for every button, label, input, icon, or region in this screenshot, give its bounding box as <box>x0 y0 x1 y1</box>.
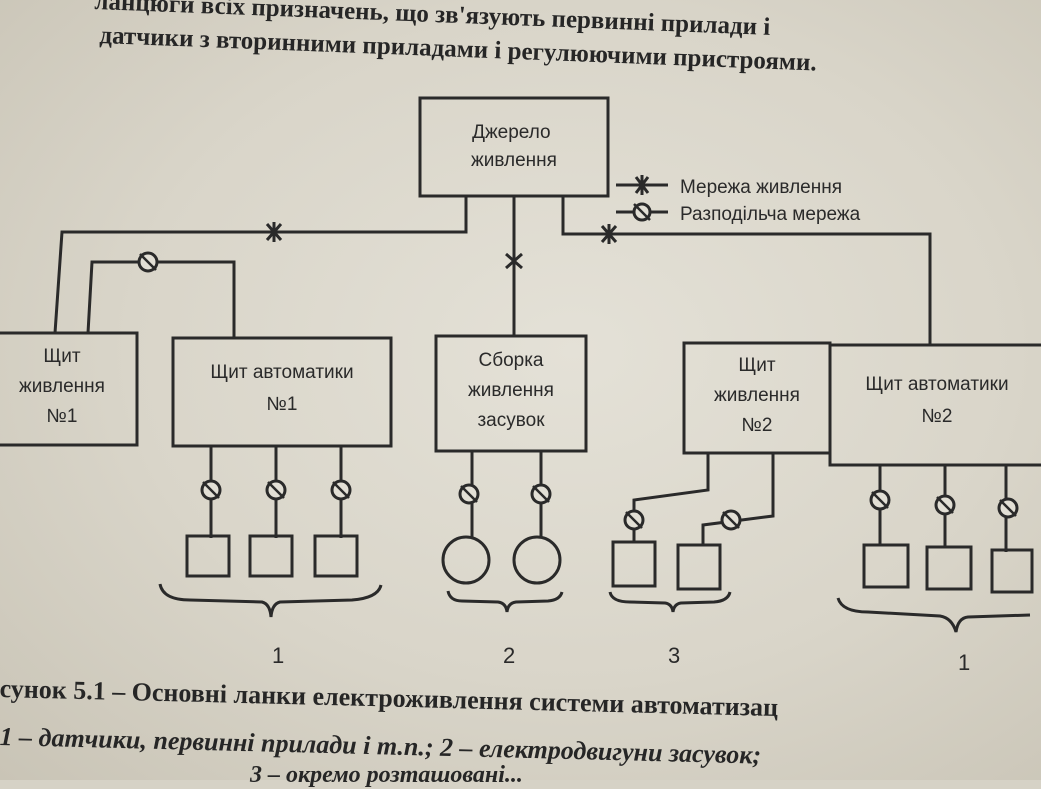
sensor-4c <box>990 548 1034 594</box>
brace-group-3 <box>608 591 732 613</box>
motor-2a <box>441 535 491 585</box>
source-box <box>418 96 610 198</box>
sensor-4b <box>925 545 973 591</box>
sensor-1c <box>313 534 359 578</box>
group-label-2: 2 <box>503 643 515 668</box>
brace-group-1 <box>158 583 383 618</box>
sensor-1a <box>185 534 231 578</box>
caption-line-3: 3 – окремо розташовані... <box>250 762 523 788</box>
automation-panel-1-box <box>171 336 393 448</box>
right-supply-line <box>561 196 932 345</box>
brace-group-1b <box>836 597 1031 633</box>
power-panel-1-box <box>0 331 139 447</box>
device-3b <box>676 543 722 591</box>
legend-cross-icon <box>634 175 650 195</box>
distribution-line-1 <box>86 260 236 338</box>
source-label-l1: Джерело <box>472 122 551 143</box>
left-supply-line <box>53 196 468 334</box>
source-label: Джерело живлення <box>471 122 557 171</box>
group-label-4: 1 <box>958 650 970 675</box>
brace-group-2 <box>446 590 564 613</box>
supply-markers <box>265 175 650 272</box>
legend-supply-label: Мережа живлення <box>680 177 842 198</box>
group-label-3: 3 <box>668 643 680 668</box>
cross-marker-left <box>265 222 283 242</box>
motor-2b <box>512 535 562 585</box>
legend-distribution-label: Разподільча мережа <box>680 204 861 225</box>
automation-panel-2-box <box>828 343 1041 467</box>
valve-assembly-box <box>434 334 588 453</box>
device-3a <box>611 540 657 588</box>
distribution-markers <box>137 202 1019 531</box>
device-wires-group-3 <box>632 453 775 546</box>
sensor-1b <box>248 534 294 578</box>
sensor-4a <box>862 543 910 589</box>
cross-marker-right <box>600 224 618 244</box>
circle-marker-bars <box>139 203 1017 529</box>
source-label-l2: живлення <box>471 150 557 171</box>
cross-marker-center <box>505 250 523 272</box>
group-label-1: 1 <box>272 643 284 668</box>
